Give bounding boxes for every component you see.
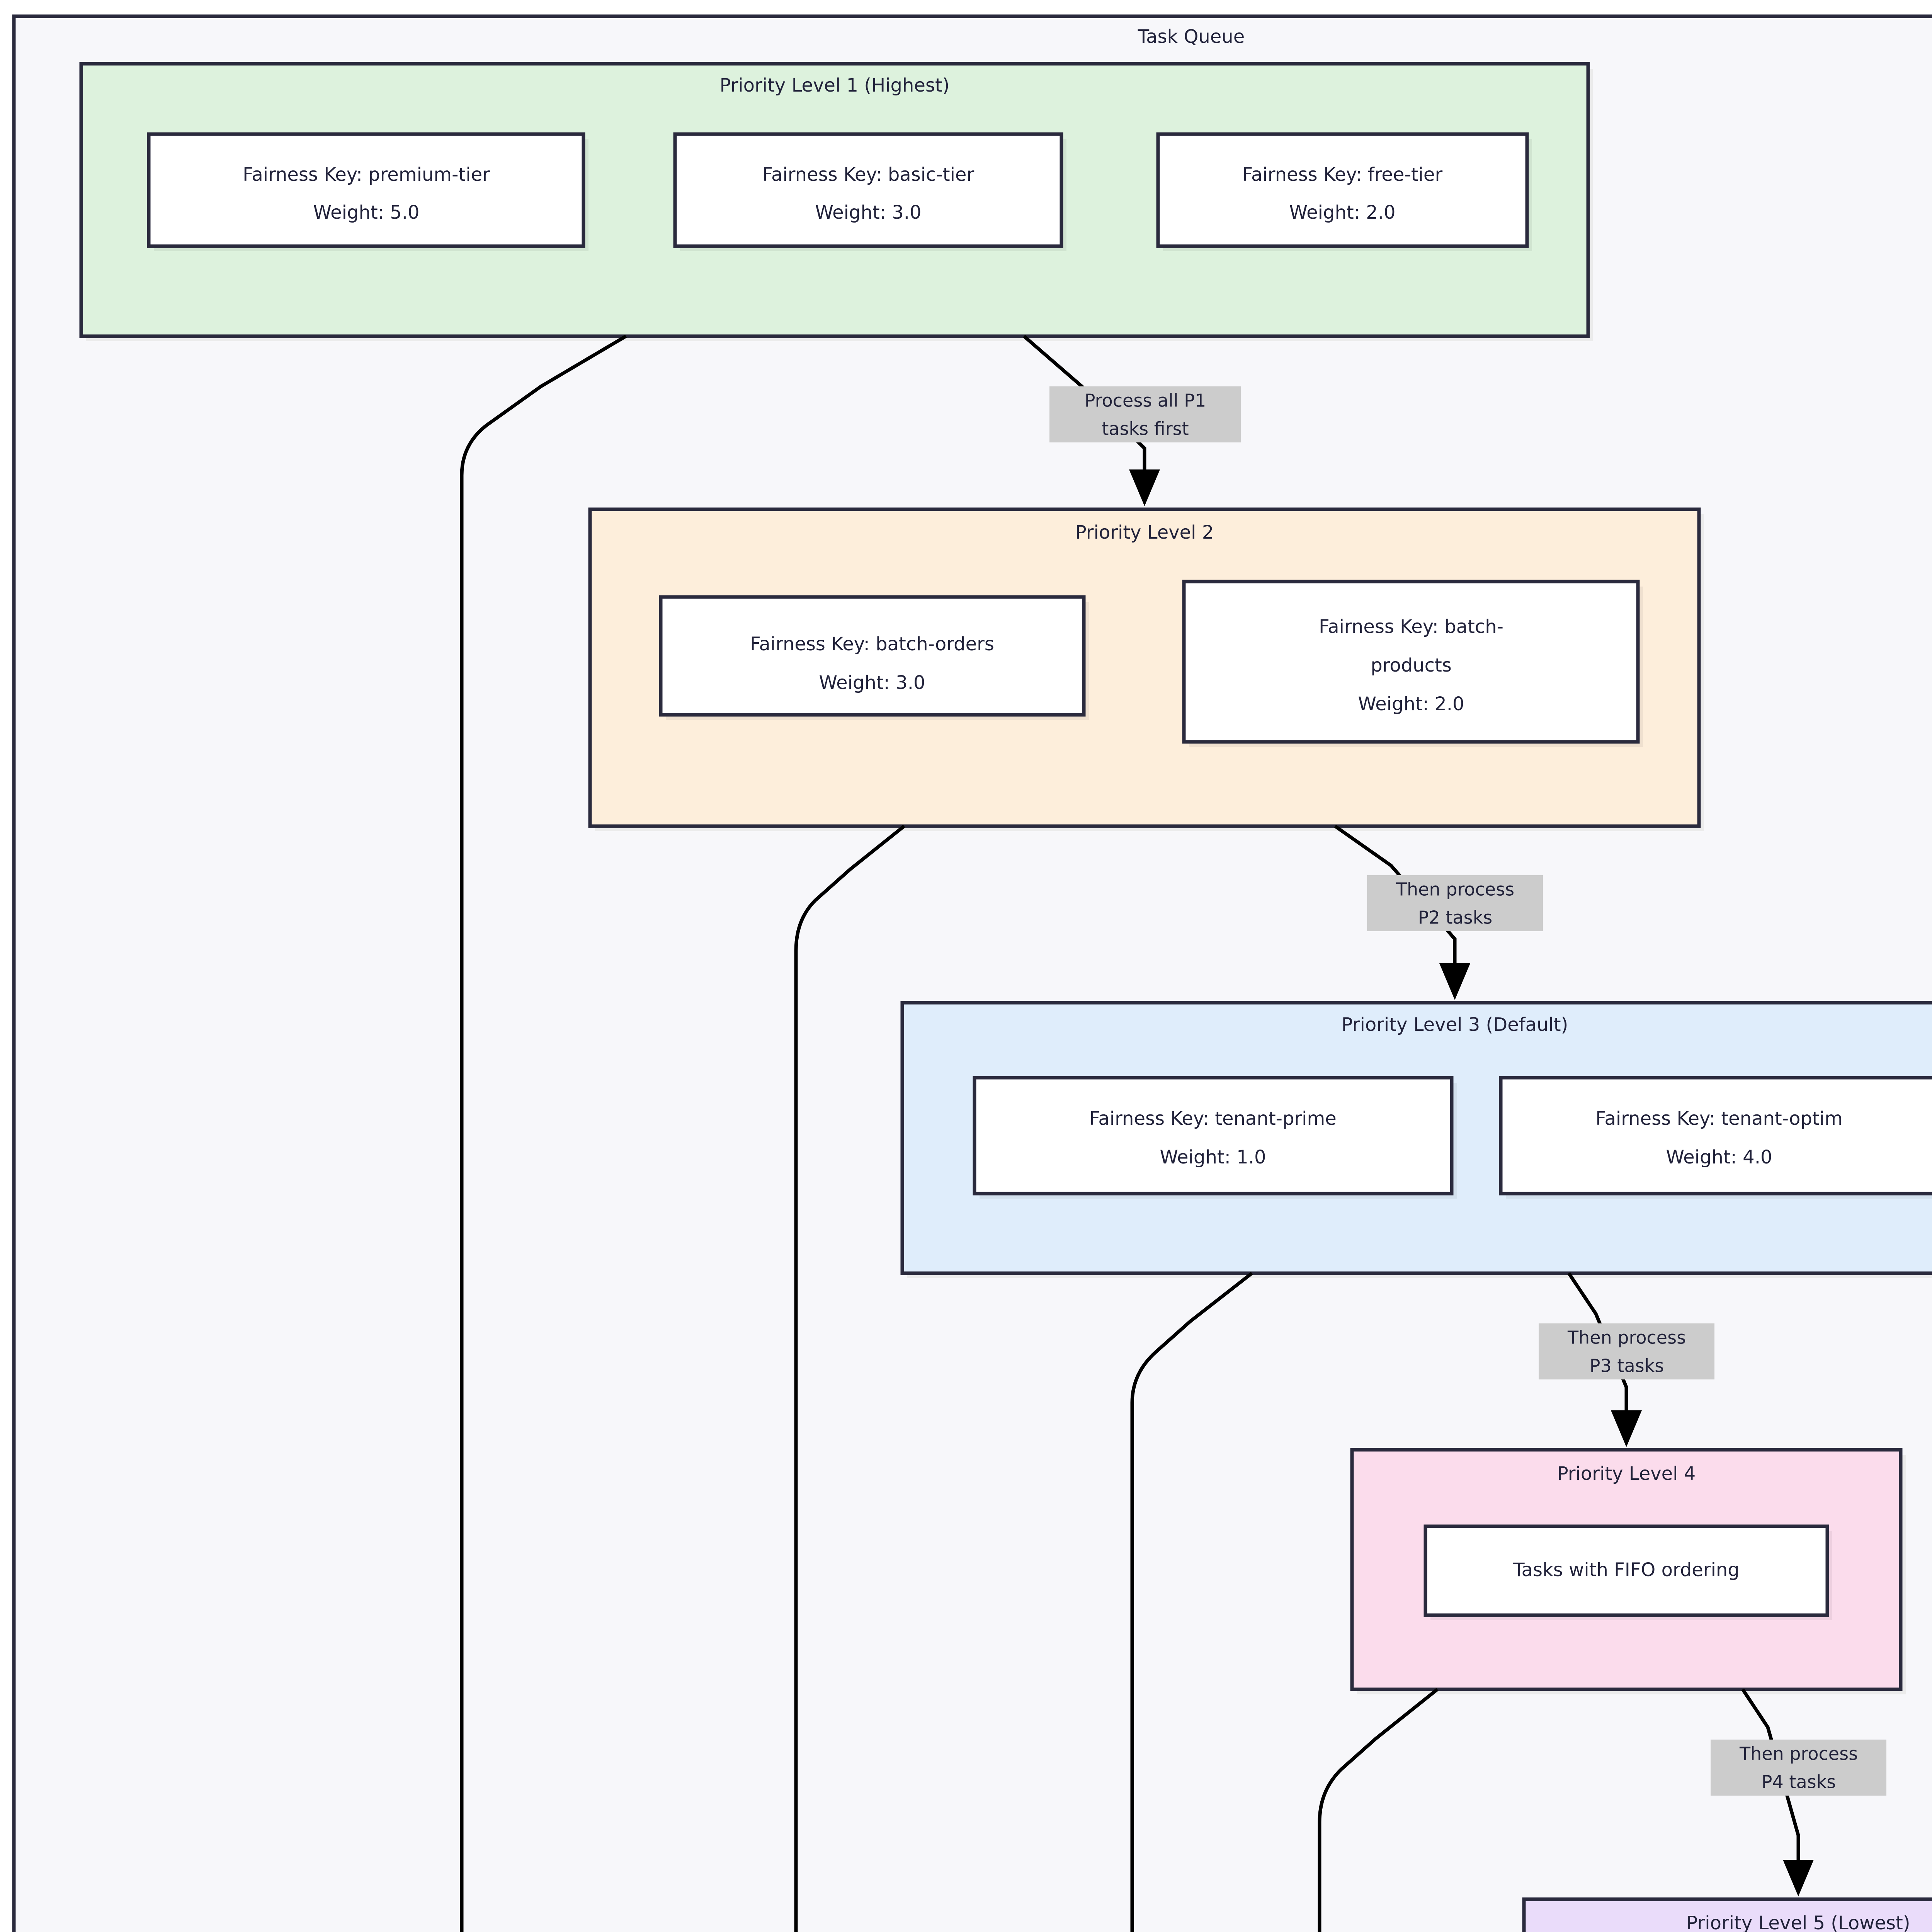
p4a-node <box>1423 1524 1829 1617</box>
p1b-line-1: Weight: 3.0 <box>815 202 922 223</box>
p2b-line-2: Weight: 2.0 <box>1358 693 1464 715</box>
p4a-line-0: Tasks with FIFO ordering <box>1513 1559 1740 1581</box>
edge-label-1-line-1: tasks first <box>1102 418 1189 439</box>
edge-p4-to-workers <box>1318 1688 1439 1932</box>
edge-label-1-bg <box>1049 386 1241 442</box>
p1c-line-1: Weight: 2.0 <box>1289 202 1396 223</box>
edge-p4-to-p5-arrowhead <box>1783 1860 1814 1896</box>
p2b-node <box>1182 580 1640 744</box>
edge-label-2-bg <box>1367 875 1543 931</box>
p2b-line-1: products <box>1371 655 1452 676</box>
p1b-node <box>673 132 1063 248</box>
p1c-node <box>1156 132 1529 248</box>
edge-label-4-line-0: Then process <box>1739 1743 1858 1764</box>
edge-p3-to-workers <box>1130 1272 1253 1932</box>
edge-p3-to-p4-arrowhead <box>1611 1410 1642 1447</box>
p1c-line-0: Fairness Key: free-tier <box>1242 164 1443 185</box>
p1a-line-1: Weight: 5.0 <box>313 202 420 223</box>
p3b-line-1: Weight: 4.0 <box>1666 1146 1772 1168</box>
edge-p2-to-p3-arrowhead <box>1439 963 1470 1000</box>
p3b-node <box>1499 1076 1932 1196</box>
p3a-node <box>973 1076 1454 1196</box>
p4-label: Priority Level 4 <box>1557 1463 1696 1485</box>
p2a-line-1: Weight: 3.0 <box>819 672 925 694</box>
p2a-node <box>659 595 1086 717</box>
p5-container <box>1522 1897 1932 1932</box>
edge-p1-to-p2-arrowhead <box>1129 469 1160 506</box>
edge-p2-to-workers <box>794 825 905 1932</box>
p1a-node <box>147 132 585 248</box>
edge-label-3-line-0: Then process <box>1567 1327 1686 1348</box>
p3a-line-1: Weight: 1.0 <box>1160 1146 1266 1168</box>
edge-label-1-line-0: Process all P1 <box>1085 390 1206 411</box>
edge-p1-to-workers <box>460 335 627 1932</box>
task-queue-title: Task Queue <box>1138 26 1245 48</box>
edge-label-3-line-1: P3 tasks <box>1590 1355 1664 1376</box>
p5-label: Priority Level 5 (Lowest) <box>1686 1912 1910 1932</box>
edge-label-2-line-0: Then process <box>1396 879 1514 900</box>
edge-label-2-line-1: P2 tasks <box>1418 907 1492 928</box>
p1b-line-0: Fairness Key: basic-tier <box>762 164 975 185</box>
p1-label: Priority Level 1 (Highest) <box>720 75 950 96</box>
p3a-line-0: Fairness Key: tenant-prime <box>1089 1108 1337 1129</box>
p3-label: Priority Level 3 (Default) <box>1342 1014 1568 1036</box>
p2a-line-0: Fairness Key: batch-orders <box>750 633 994 655</box>
p2-label: Priority Level 2 <box>1075 522 1214 543</box>
edge-label-3-bg <box>1539 1323 1714 1379</box>
p2b-line-0: Fairness Key: batch- <box>1319 616 1503 638</box>
p1a-line-0: Fairness Key: premium-tier <box>243 164 490 185</box>
p3b-line-0: Fairness Key: tenant-optim <box>1595 1108 1842 1129</box>
edge-label-4-line-1: P4 tasks <box>1762 1772 1836 1793</box>
edge-label-4-bg <box>1711 1740 1886 1796</box>
